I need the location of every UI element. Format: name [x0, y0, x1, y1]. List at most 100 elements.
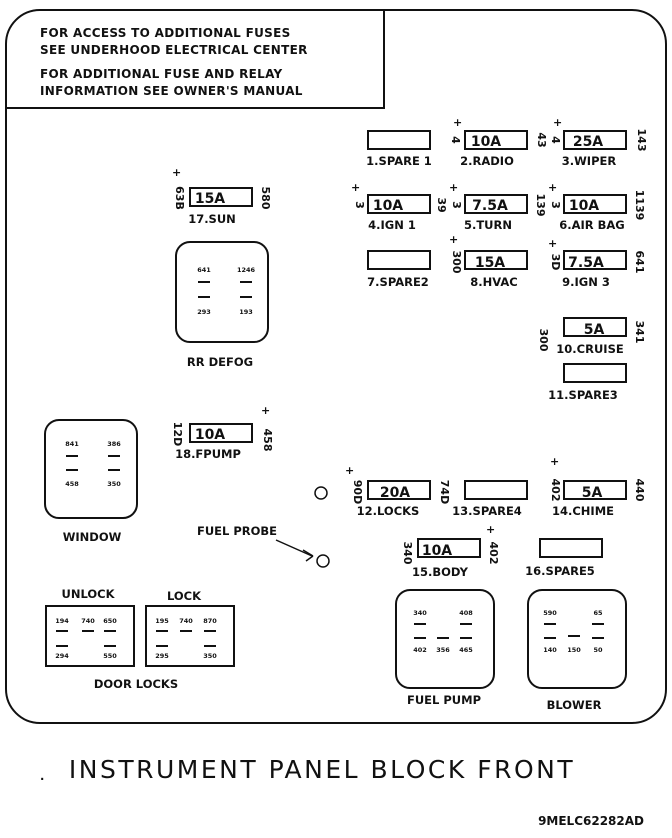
- circuit-number: 3: [549, 201, 562, 209]
- fuse-label: 18.FPUMP: [175, 447, 241, 461]
- fuse-9: 7.5A 9.IGN 3 3D + 641: [548, 237, 646, 289]
- fuse-5: 7.5A 5.TURN 3 + 139: [449, 181, 547, 232]
- note-line-2: SEE UNDERHOOD ELECTRICAL CENTER: [40, 43, 308, 57]
- fuse-4: 10A 4.IGN 1 3 + 39: [351, 181, 448, 232]
- lock-relay: [145, 605, 235, 667]
- relay-fuel-pump: 340 408 402 356 465 FUEL PUMP: [395, 589, 495, 707]
- fuse-label: 3.WIPER: [562, 154, 617, 168]
- plus-sign: +: [548, 181, 557, 194]
- circuit-number: 4: [449, 136, 462, 144]
- door-locks-label: DOOR LOCKS: [94, 677, 178, 691]
- svg-text:650: 650: [103, 617, 117, 625]
- relay-label: BLOWER: [547, 698, 602, 712]
- svg-text:150: 150: [567, 646, 581, 654]
- plus-sign: +: [345, 464, 354, 477]
- fuse-14: 5A 14.CHIME 402 + 440: [549, 455, 646, 518]
- svg-text:740: 740: [81, 617, 95, 625]
- fuse-amp: 25A: [573, 134, 603, 150]
- svg-text:402: 402: [413, 646, 427, 654]
- circuit-number: 341: [633, 321, 646, 344]
- note-box: [6, 10, 385, 109]
- svg-text:458: 458: [65, 480, 79, 488]
- fuse-label: 10.CRUISE: [556, 342, 624, 356]
- relay-window: 841 386 458 350 WINDOW: [44, 419, 138, 544]
- fuse-16: 16.SPARE5: [525, 538, 603, 578]
- note-line-4: INFORMATION SEE OWNER'S MANUAL: [40, 84, 303, 98]
- circuit-number: 74D: [438, 480, 451, 504]
- plus-sign: +: [449, 233, 458, 246]
- svg-text:294: 294: [55, 652, 69, 660]
- fuse-label: 15.BODY: [412, 565, 469, 579]
- circuit-number: 3: [353, 201, 366, 209]
- fuse-amp: 5A: [582, 485, 603, 501]
- circuit-number: 3: [450, 201, 463, 209]
- svg-text:870: 870: [203, 617, 217, 625]
- plus-sign: +: [553, 116, 562, 129]
- svg-text:140: 140: [543, 646, 557, 654]
- fuse-label: 8.HVAC: [470, 275, 517, 289]
- circuit-number: 63B: [173, 186, 186, 210]
- svg-text:350: 350: [203, 652, 217, 660]
- fuse-amp: 7.5A: [568, 255, 604, 271]
- fuse-label: 7.SPARE2: [367, 275, 429, 289]
- relay-label: FUEL PUMP: [407, 693, 481, 707]
- diagram-code: 9MELC62282AD: [538, 814, 644, 828]
- fuse-label: 14.CHIME: [552, 504, 614, 518]
- fuse-amp: 10A: [422, 543, 452, 559]
- bullet-dot: .: [40, 769, 44, 783]
- plus-sign: +: [449, 181, 458, 194]
- fuse-label: 16.SPARE5: [525, 564, 595, 578]
- plus-sign: +: [453, 116, 462, 129]
- fuse-8: 15A 8.HVAC 300 +: [449, 233, 528, 289]
- svg-text:641: 641: [197, 266, 211, 274]
- circuit-number: 12D: [171, 422, 184, 446]
- svg-text:550: 550: [103, 652, 117, 660]
- fuse-6: 10A 6.AIR BAG 3 + 1139: [548, 181, 646, 232]
- svg-text:350: 350: [107, 480, 121, 488]
- svg-text:195: 195: [155, 617, 169, 625]
- fuse-label: 12.LOCKS: [357, 504, 420, 518]
- fuse-label: 9.IGN 3: [562, 275, 610, 289]
- fuse-amp: 15A: [195, 191, 225, 207]
- plus-sign: +: [261, 404, 270, 417]
- fuse-amp: 10A: [471, 134, 501, 150]
- fuel-probe-label: FUEL PROBE: [197, 524, 277, 538]
- svg-text:408: 408: [459, 609, 473, 617]
- unlock-relay: [45, 605, 135, 667]
- fuse-10: 5A 10.CRUISE 300 341: [537, 317, 646, 356]
- fuse-amp: 10A: [195, 427, 225, 443]
- fuse-amp: 20A: [380, 485, 410, 501]
- circuit-number: 43: [535, 132, 548, 147]
- svg-text:65: 65: [593, 609, 603, 617]
- circuit-number: 143: [635, 129, 648, 152]
- unlock-label: UNLOCK: [61, 587, 115, 601]
- lock-label: LOCK: [167, 589, 202, 603]
- svg-text:194: 194: [55, 617, 69, 625]
- circuit-number: 641: [633, 251, 646, 274]
- fuse-label: 4.IGN 1: [368, 218, 416, 232]
- fuse-7: 7.SPARE2: [367, 250, 431, 289]
- panel-outline: [5, 9, 667, 724]
- circuit-number: 402: [549, 479, 562, 502]
- fuse-12: 20A 12.LOCKS 90D + 74D: [345, 464, 451, 518]
- svg-text:841: 841: [65, 440, 79, 448]
- svg-text:590: 590: [543, 609, 557, 617]
- svg-text:386: 386: [107, 440, 121, 448]
- fuse-label: 6.AIR BAG: [559, 218, 625, 232]
- circuit-number: 3D: [549, 254, 562, 271]
- fuse-label: 11.SPARE3: [548, 388, 618, 402]
- door-locks-group: UNLOCK LOCK 194 740 650 294 550 195 740 …: [45, 587, 235, 691]
- relay-label: RR DEFOG: [187, 355, 253, 369]
- plus-sign: +: [172, 166, 181, 179]
- fuse-17: 15A 17.SUN 63B + 580: [172, 166, 272, 226]
- fuse-label: 5.TURN: [464, 218, 512, 232]
- svg-text:340: 340: [413, 609, 427, 617]
- plus-sign: +: [548, 237, 557, 250]
- circuit-number: 4: [549, 136, 562, 144]
- fuse-15: 10A 15.BODY 340 402 +: [401, 523, 500, 579]
- circuit-number: 90D: [351, 480, 364, 504]
- circuit-number: 458: [261, 429, 274, 452]
- terminal-circle: [314, 486, 328, 500]
- fuse-amp: 7.5A: [472, 198, 508, 214]
